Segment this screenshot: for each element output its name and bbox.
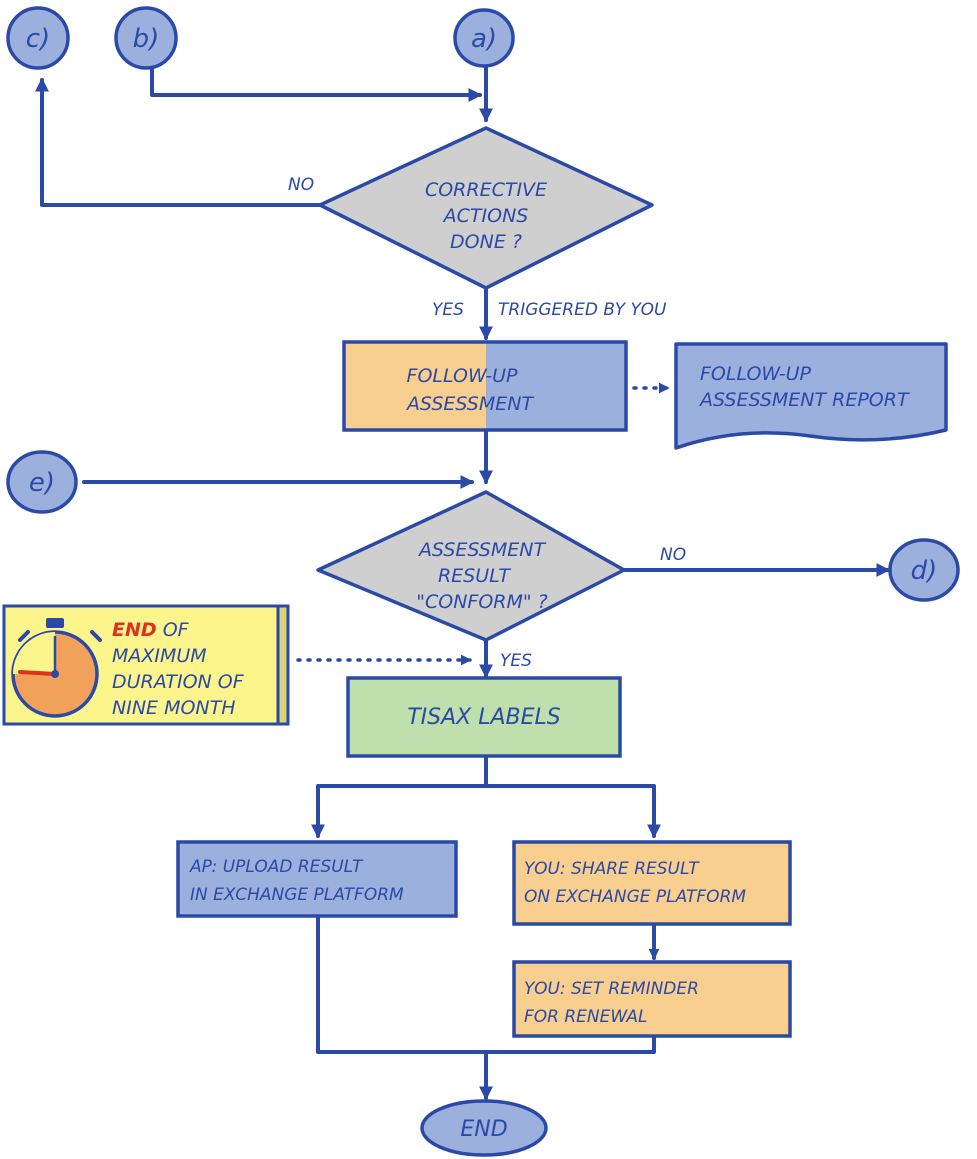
- corrective-line-1: CORRECTIVE: [425, 179, 547, 201]
- corrective-yes-label: YES: [432, 300, 464, 320]
- you-share-line-2: ON EXCHANGE PLATFORM: [524, 887, 746, 907]
- tisax-label: TISAX LABELS: [407, 705, 561, 730]
- report-line-2: ASSESSMENT REPORT: [698, 389, 910, 411]
- you-share-line-1: YOU: SHARE RESULT: [524, 859, 700, 879]
- you-reminder-line-2: FOR RENEWAL: [524, 1007, 647, 1027]
- ap-upload-box[interactable]: AP: UPLOAD RESULT IN EXCHANGE PLATFORM: [176, 840, 458, 918]
- end-terminal[interactable]: END: [420, 1099, 548, 1157]
- edge-corrective-no-to-c: [35, 77, 324, 207]
- connector-b[interactable]: b): [114, 6, 178, 70]
- you-reminder-line-1: YOU: SET REMINDER: [524, 979, 699, 999]
- corrective-no-label: NO: [288, 175, 314, 195]
- connector-b-label: b): [133, 24, 160, 54]
- result-line-3: "CONFORM" ?: [416, 591, 548, 613]
- connector-c-label: c): [26, 24, 50, 54]
- followup-line-1: FOLLOW-UP: [407, 365, 518, 387]
- corrective-line-3: DONE ?: [450, 231, 522, 253]
- result-line-1: ASSESSMENT: [417, 539, 547, 561]
- duration-note: END OF MAXIMUM DURATION OF NINE MONTH: [2, 604, 290, 726]
- connector-a[interactable]: a): [453, 8, 515, 68]
- connector-c[interactable]: c): [6, 6, 70, 70]
- followup-line-2: ASSESSMENT: [405, 393, 535, 415]
- edge-converge-to-end: [316, 914, 656, 1098]
- connector-a-label: a): [471, 24, 497, 54]
- note-line-1-rest: OF: [157, 619, 190, 641]
- connector-e-label: e): [29, 468, 55, 498]
- decision-assessment-result[interactable]: ASSESSMENT RESULT "CONFORM" ?: [316, 490, 626, 642]
- edge-tisax-split-right: [484, 784, 661, 839]
- corrective-trigger-label: TRIGGERED BY YOU: [498, 300, 667, 320]
- edge-b-to-main: [150, 66, 483, 102]
- stopwatch-icon: [11, 618, 102, 718]
- decision-corrective-actions[interactable]: CORRECTIVE ACTIONS DONE ?: [318, 126, 654, 290]
- note-line-2: MAXIMUM: [112, 645, 207, 667]
- result-no-label: NO: [660, 545, 686, 565]
- result-line-2: RESULT: [438, 565, 511, 587]
- edge-tisax-split: [311, 754, 488, 839]
- note-line-4: NINE MONTH: [112, 697, 236, 719]
- you-share-box[interactable]: YOU: SHARE RESULT ON EXCHANGE PLATFORM: [512, 840, 792, 926]
- note-line-3: DURATION OF: [112, 671, 245, 693]
- connector-d-label: d): [911, 556, 938, 586]
- end-label: END: [460, 1117, 507, 1142]
- followup-assessment-box[interactable]: FOLLOW-UP ASSESSMENT: [342, 340, 628, 432]
- ap-upload-line-1: AP: UPLOAD RESULT: [189, 857, 364, 877]
- followup-report-document[interactable]: FOLLOW-UP ASSESSMENT REPORT: [674, 342, 948, 450]
- note-end-word: END: [112, 619, 157, 641]
- you-reminder-box[interactable]: YOU: SET REMINDER FOR RENEWAL: [512, 960, 792, 1038]
- ap-upload-line-2: IN EXCHANGE PLATFORM: [190, 885, 404, 905]
- note-line-1: END OF: [112, 619, 190, 641]
- connector-e[interactable]: e): [6, 450, 78, 514]
- corrective-line-2: ACTIONS: [442, 205, 529, 227]
- result-yes-label: YES: [500, 651, 532, 671]
- tisax-labels-box[interactable]: TISAX LABELS: [346, 676, 622, 758]
- report-line-1: FOLLOW-UP: [700, 363, 811, 385]
- connector-d[interactable]: d): [888, 538, 960, 602]
